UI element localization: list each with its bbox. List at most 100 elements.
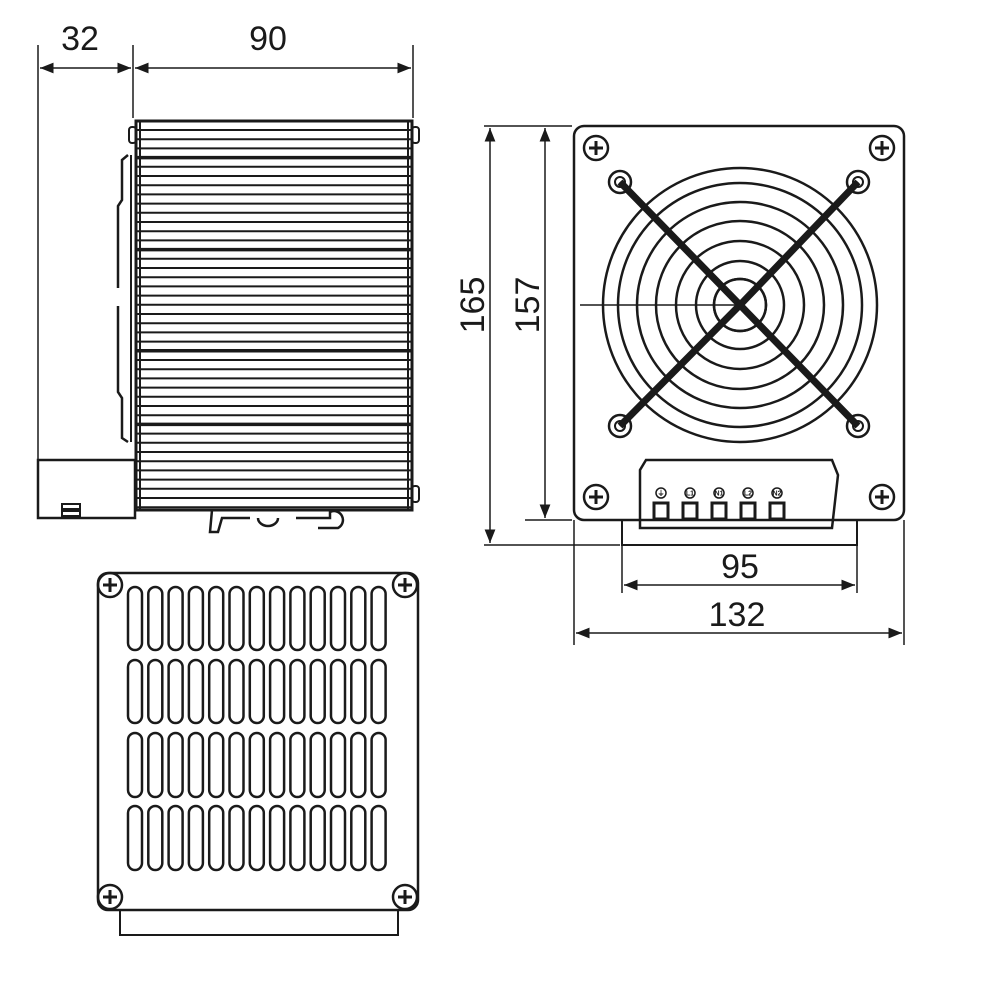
screw-icon [582, 483, 610, 511]
vent-slot [228, 658, 245, 725]
vent-slot [268, 658, 286, 725]
mount-tab [128, 126, 137, 144]
vent-slot [228, 804, 245, 872]
screw-cross [398, 578, 412, 592]
terminal-label-circle [742, 487, 754, 499]
vent-slot [289, 585, 306, 652]
vent-slot [207, 658, 225, 725]
fan-mount-hole [607, 413, 633, 439]
vent-slot [207, 585, 225, 652]
terminal-label-circle [655, 487, 667, 499]
fan-mount-hole-inner [614, 176, 626, 188]
terminal-label-circle [713, 487, 725, 499]
fan-mount-hole [845, 169, 871, 195]
fan-guard [601, 166, 879, 444]
vent-slot [248, 585, 266, 652]
screw-icon [391, 883, 419, 911]
din-rail-foot [208, 509, 345, 534]
terminal-block [638, 458, 840, 530]
screw-icon [868, 483, 896, 511]
vent-slots [126, 585, 387, 872]
fan-guard-strut-inner [618, 303, 742, 428]
vent-slot [370, 731, 387, 799]
terminal-screw [710, 501, 728, 521]
vent-slot [228, 585, 245, 652]
vent-slot [370, 658, 387, 725]
vent-slot [228, 731, 245, 799]
heatsink-fins [136, 121, 412, 510]
terminal-screw [739, 501, 757, 521]
vent-slot [350, 731, 367, 799]
screw-cross [103, 578, 117, 592]
dimension-label-95: 95 [721, 548, 759, 586]
vent-slot [248, 731, 266, 799]
terminal-screw [768, 501, 786, 521]
vent-slot [329, 585, 347, 652]
vent-slot [309, 804, 326, 872]
vent-slot [350, 585, 367, 652]
vent-slot [268, 585, 286, 652]
screw-icon [868, 134, 896, 162]
grille-base-plate [119, 909, 399, 936]
vent-slot [289, 804, 306, 872]
screw-cross [589, 141, 603, 155]
vent-slot [147, 731, 164, 799]
terminal-screw [652, 501, 670, 521]
screw-cross [589, 490, 603, 504]
connector-housing [36, 458, 137, 520]
connector-latch [61, 510, 81, 517]
vent-slot [126, 804, 144, 872]
terminal-label-circle [684, 487, 696, 499]
screw-cross [103, 890, 117, 904]
heatsink-body [134, 119, 414, 512]
mount-tab [411, 126, 420, 144]
panel-screws [582, 134, 896, 511]
vent-slot [167, 658, 184, 725]
vent-slot [207, 731, 225, 799]
vent-slot [370, 585, 387, 652]
vent-slot [147, 658, 164, 725]
vent-slot [309, 585, 326, 652]
terminal-label: L2 [744, 491, 752, 498]
vent-slot [207, 804, 225, 872]
screw-cross [875, 490, 889, 504]
vent-slot [268, 731, 286, 799]
connector-latch [61, 503, 81, 510]
vent-slot [126, 658, 144, 725]
fan-guard-strut-inner [738, 303, 860, 428]
vent-slot [167, 731, 184, 799]
screw-icon [582, 134, 610, 162]
vent-slot [329, 658, 347, 725]
terminal-label: ⏚ [658, 490, 665, 498]
vent-slot [126, 731, 144, 799]
vent-slot [187, 804, 205, 872]
terminal-label: L1 [686, 491, 694, 498]
vent-slot [167, 804, 184, 872]
terminal-label: N1 [715, 491, 724, 498]
vent-slot [350, 658, 367, 725]
vent-slot [289, 658, 306, 725]
fan-mount-hole-inner [852, 420, 864, 432]
vent-slot [167, 585, 184, 652]
vent-slot [370, 804, 387, 872]
screw-icon [391, 571, 419, 599]
dimension-label-165: 165 [454, 277, 492, 334]
dimension-label-32: 32 [61, 20, 99, 58]
vent-slot [329, 731, 347, 799]
vent-slot [309, 731, 326, 799]
fan-guard-strut-inner [738, 180, 860, 307]
vent-slot [350, 804, 367, 872]
terminal-label-circle [771, 487, 783, 499]
mount-tab [411, 485, 420, 503]
din-clip [116, 154, 129, 444]
vent-slot [187, 585, 205, 652]
screw-icon [96, 883, 124, 911]
vent-slot [289, 731, 306, 799]
vent-slot [248, 804, 266, 872]
dimension-label-157: 157 [509, 277, 547, 334]
fan-guard-strut-inner [618, 180, 742, 307]
vent-slot [147, 804, 164, 872]
